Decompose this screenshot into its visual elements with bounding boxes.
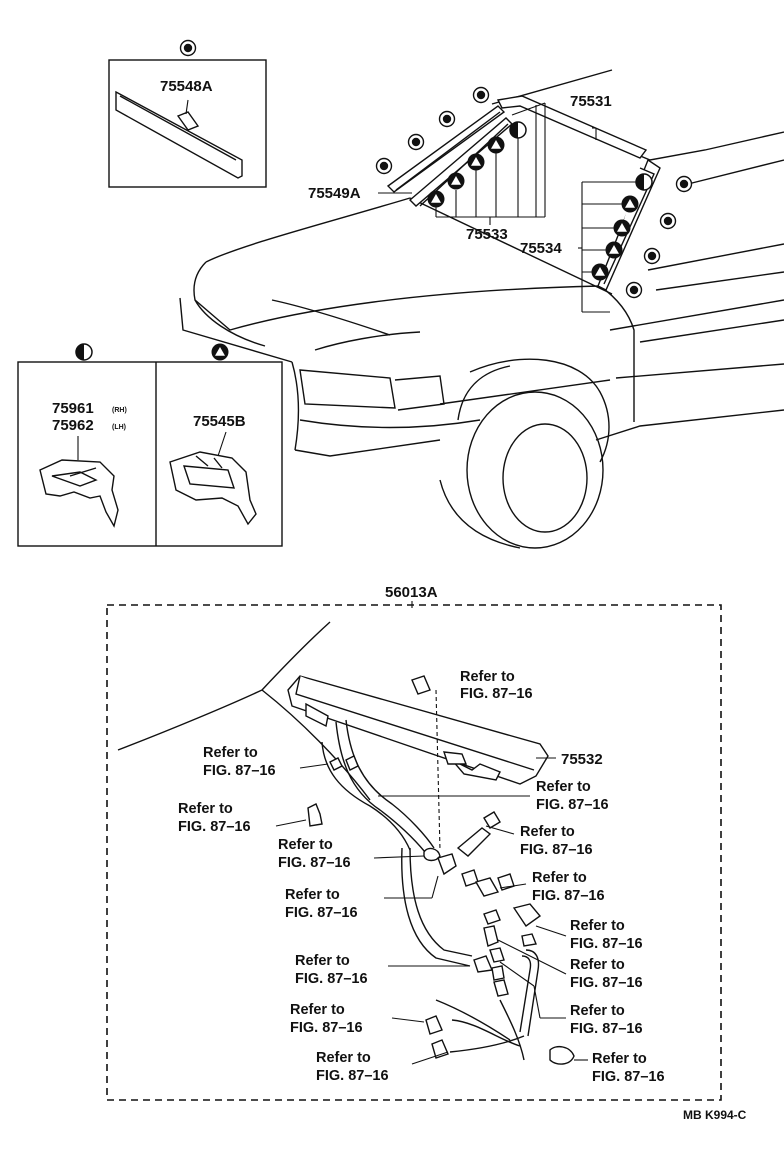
svg-text:FIG. 87–16: FIG. 87–16 <box>570 936 643 952</box>
refer-label-2: Refer to <box>203 745 258 761</box>
triangle-symbol-icon <box>427 190 445 208</box>
svg-text:FIG. 87–16: FIG. 87–16 <box>285 905 358 921</box>
refer-label-4: Refer to <box>178 801 233 817</box>
label-75534: 75534 <box>520 240 562 257</box>
refer-labels: Refer to FIG. 87–16 Refer to FIG. 87–16 … <box>178 669 665 1085</box>
svg-text:FIG. 87–16: FIG. 87–16 <box>460 686 533 702</box>
dot-symbol-icon <box>625 281 643 299</box>
refer-label-7: Refer to <box>532 870 587 886</box>
label-side-lh: (LH) <box>112 424 126 431</box>
hose-fittings[interactable] <box>307 675 575 1065</box>
svg-text:FIG. 87–16: FIG. 87–16 <box>592 1069 665 1085</box>
svg-text:FIG. 87–16: FIG. 87–16 <box>295 971 368 987</box>
half-circle-symbol-icon <box>75 343 93 361</box>
svg-text:FIG. 87–16: FIG. 87–16 <box>570 1021 643 1037</box>
label-side-rh: (RH) <box>112 407 127 414</box>
refer-label-14: Refer to <box>316 1050 371 1066</box>
refer-label-10: Refer to <box>295 953 350 969</box>
svg-text:FIG. 87–16: FIG. 87–16 <box>520 842 593 858</box>
label-56013A: 56013A <box>385 584 438 601</box>
refer-label-1: Refer to <box>460 669 515 685</box>
assembly-frame <box>106 604 722 1101</box>
roof-drip-moulding-front[interactable] <box>386 95 648 207</box>
dot-symbol-icon <box>675 175 693 193</box>
svg-text:FIG. 87–16: FIG. 87–16 <box>536 797 609 813</box>
dot-symbol-icon <box>179 39 197 57</box>
svg-text:FIG. 87–16: FIG. 87–16 <box>532 888 605 904</box>
refer-label-15: Refer to <box>592 1051 647 1067</box>
svg-text:FIG. 87–16: FIG. 87–16 <box>278 855 351 871</box>
rear-body-outline <box>117 621 371 801</box>
dot-symbol-icon <box>659 212 677 230</box>
leader-lines-top <box>378 102 640 313</box>
dot-symbol-icon <box>472 86 490 104</box>
stop-lamp-75532[interactable] <box>287 675 549 785</box>
triangle-symbol-icon <box>591 263 609 281</box>
triangle-symbol-icon <box>447 172 465 190</box>
triangle-symbol-icon <box>487 136 505 154</box>
label-75531: 75531 <box>570 93 612 110</box>
refer-label-13: Refer to <box>570 1003 625 1019</box>
svg-text:FIG. 87–16: FIG. 87–16 <box>178 819 251 835</box>
half-circle-symbol-icon <box>509 121 527 139</box>
refer-label-12: Refer to <box>290 1002 345 1018</box>
triangle-symbol-icon <box>613 219 631 237</box>
label-75962: 75962 <box>52 417 94 434</box>
washer-hoses[interactable] <box>321 719 540 1061</box>
svg-text:FIG. 87–16: FIG. 87–16 <box>316 1068 389 1084</box>
leader-lines-bottom <box>275 689 588 1065</box>
svg-text:FIG. 87–16: FIG. 87–16 <box>203 763 276 779</box>
half-circle-symbol-icon <box>635 173 653 191</box>
label-75545B: 75545B <box>193 413 246 430</box>
refer-label-11: Refer to <box>570 957 625 973</box>
svg-text:FIG. 87–16: FIG. 87–16 <box>570 975 643 991</box>
refer-label-9: Refer to <box>570 918 625 934</box>
inset-75548A[interactable]: 75548A <box>108 59 267 188</box>
triangle-symbol-icon <box>621 195 639 213</box>
label-75961: 75961 <box>52 400 94 417</box>
label-75549A: 75549A <box>308 185 361 202</box>
refer-label-5: Refer to <box>520 824 575 840</box>
dot-symbol-icon <box>407 133 425 151</box>
refer-label-8: Refer to <box>285 887 340 903</box>
car-body-outline <box>179 69 784 549</box>
triangle-symbol-icon <box>467 153 485 171</box>
dot-symbol-icon <box>438 110 456 128</box>
dot-symbol-icon <box>643 247 661 265</box>
dot-symbol-icon <box>375 157 393 175</box>
inset-clip-set[interactable]: 75961 (RH) 75962 (LH) 75545B <box>17 343 283 547</box>
label-75532: 75532 <box>561 751 603 768</box>
triangle-symbol-icon <box>211 343 229 361</box>
triangle-symbol-icon <box>605 241 623 259</box>
svg-text:FIG. 87–16: FIG. 87–16 <box>290 1020 363 1036</box>
drawing-code: MB K994-C <box>683 1108 747 1122</box>
refer-label-3: Refer to <box>536 779 591 795</box>
label-75533: 75533 <box>466 226 508 243</box>
label-75548A: 75548A <box>160 78 213 95</box>
refer-label-6: Refer to <box>278 837 333 853</box>
